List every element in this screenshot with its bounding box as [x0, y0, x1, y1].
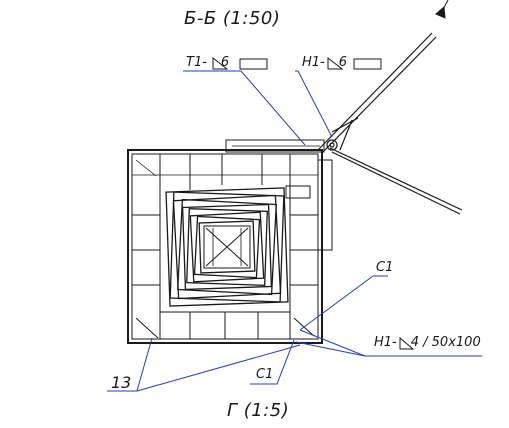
weld-callout-t1: Т1- 6 — [186, 56, 229, 69]
weld-code: Н1- — [374, 335, 397, 350]
ref-c1-right: С1 — [376, 260, 394, 275]
section-title-bottom: Г (1:5) — [227, 400, 290, 421]
boom-arm — [317, 32, 463, 215]
section-title-top: Б-Б (1:50) — [184, 8, 281, 29]
coil-assembly — [165, 187, 289, 307]
structure-plan — [127, 139, 333, 344]
weld-code: Н1- — [302, 55, 325, 70]
weld-size: 6 — [338, 55, 348, 70]
weld-callout-n1-bottom: Н1- 4 / 50х100 — [374, 336, 481, 349]
weld-size: 6 — [220, 55, 230, 70]
section-arrow — [435, 0, 449, 19]
ref-c1-bottom: С1 — [256, 367, 274, 382]
weld-callout-n1-top: Н1- 6 — [302, 56, 347, 69]
weld-symbols — [212, 56, 415, 350]
weld-code: Т1- — [186, 55, 207, 70]
item-number-13: 13 — [111, 373, 132, 392]
leader-lines — [107, 70, 482, 392]
weld-size: 4 / 50х100 — [410, 335, 481, 350]
